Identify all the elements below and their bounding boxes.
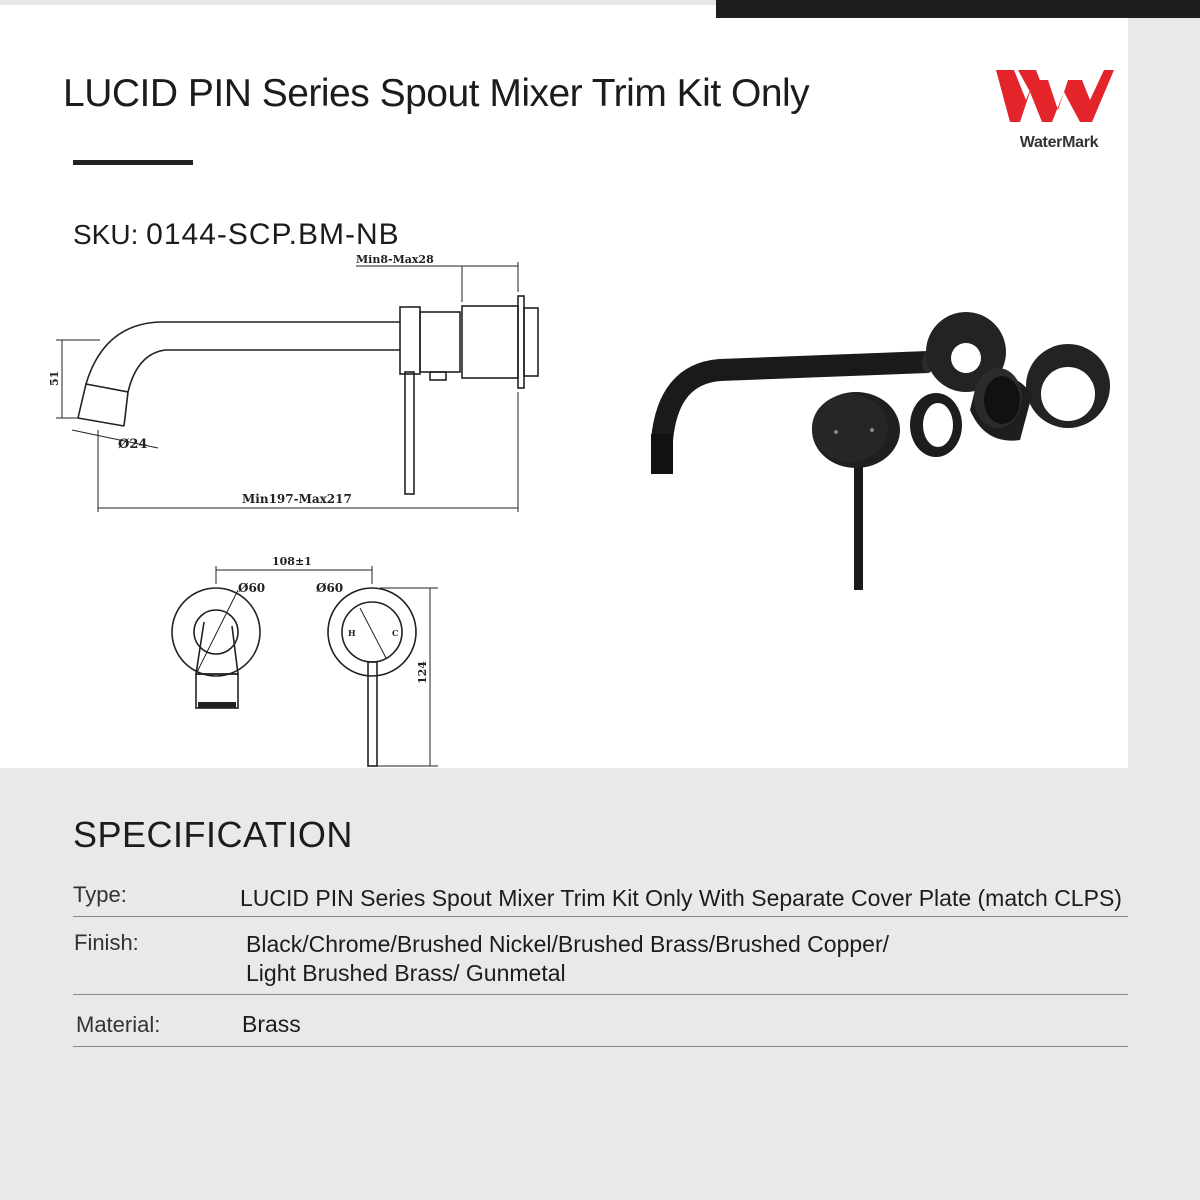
mixer-sleeve [970, 368, 1032, 441]
watermark-logo-icon [996, 70, 1114, 122]
dim-handle-height: 124 [416, 661, 429, 684]
spec-row-type: Type: LUCID PIN Series Spout Mixer Trim … [73, 880, 1128, 917]
spec-value-finish-line-1: Black/Chrome/Brushed Nickel/Brushed Bras… [246, 931, 890, 957]
product-image [651, 312, 1110, 590]
spec-label-material: Material: [76, 1012, 161, 1037]
title-underline [73, 160, 193, 165]
right-margin [1128, 18, 1200, 768]
spec-heading: SPECIFICATION [73, 814, 353, 855]
watermark-logo-text: WaterMark [1019, 134, 1099, 151]
dim-length: Min197-Max217 [242, 492, 352, 506]
spec-row-material: Material: Brass [73, 1008, 1128, 1047]
front-view-drawing: 108±1 Ø60 Ø60 124 H C [171, 555, 438, 767]
sku-value: 0144-SCP.BM-NB [146, 218, 400, 251]
dim-height: 51 [48, 371, 61, 386]
top-dark-bar [716, 0, 1200, 18]
mixer-handle [812, 392, 900, 590]
page-title: LUCID PIN Series Spout Mixer Trim Kit On… [63, 72, 810, 115]
dim-plate-right: Ø60 [316, 581, 343, 595]
mixer-ring [910, 393, 962, 457]
top-strip [0, 0, 716, 5]
watermark-logo: WaterMark [996, 66, 1122, 158]
mark-cold: C [392, 628, 398, 638]
spec-value-material: Brass [242, 1011, 301, 1037]
dim-plate-left: Ø60 [238, 581, 265, 595]
side-view-drawing: Min8-Max28 51 Ø24 Min197-Max217 [48, 255, 539, 512]
sku-label: SKU: [73, 219, 139, 250]
spec-row-finish: Finish: Black/Chrome/Brushed Nickel/Brus… [73, 928, 1128, 995]
spec-label-type: Type: [73, 882, 127, 907]
dim-depth: Min8-Max28 [356, 255, 434, 266]
spec-label-finish: Finish: [74, 930, 139, 955]
sku-line: SKU: 0144-SCP.BM-NB [73, 218, 400, 252]
spec-value-type: LUCID PIN Series Spout Mixer Trim Kit On… [240, 885, 1122, 911]
dim-outlet: Ø24 [118, 437, 147, 452]
mark-hot: H [348, 628, 356, 638]
top-panel [0, 0, 1128, 768]
dim-spacing: 108±1 [272, 555, 312, 568]
spout-cover-plate [926, 312, 1006, 392]
spec-value-finish-line-2: Light Brushed Brass/ Gunmetal [246, 960, 566, 986]
handle-cover-plate [1026, 344, 1110, 428]
